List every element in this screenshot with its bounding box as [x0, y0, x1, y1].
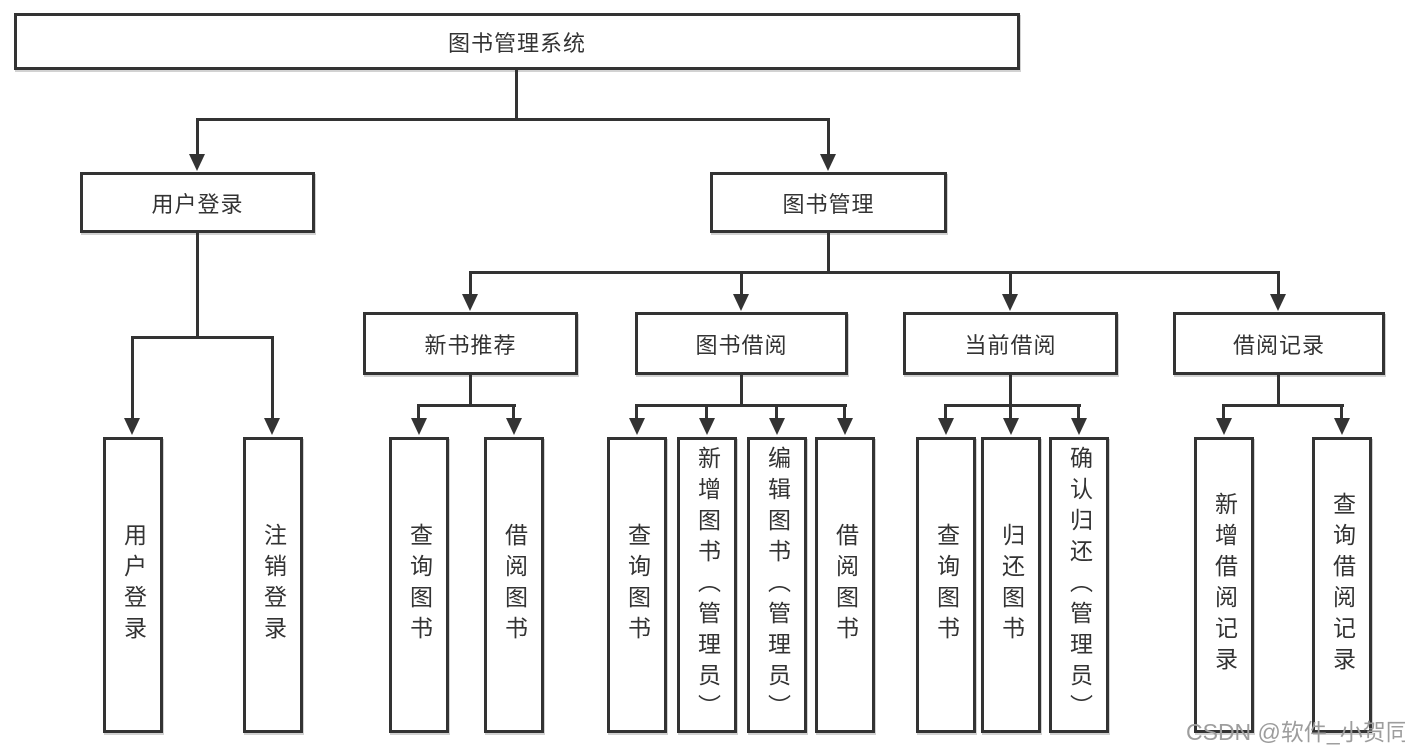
connector-line [196, 233, 199, 338]
connector-line [512, 404, 515, 420]
arrow-down-icon [1003, 418, 1019, 435]
leaf-confirm-return-admin: 确认归还（管理员） [1049, 437, 1109, 733]
arrow-down-icon [189, 154, 205, 171]
connector-line [271, 336, 274, 420]
arrow-down-icon [820, 154, 836, 171]
arrow-down-icon [733, 294, 749, 311]
arrow-down-icon [1216, 418, 1232, 435]
connector-line [1077, 404, 1080, 420]
leaf-query-books-recommend: 查询图书 [389, 437, 449, 733]
connector-line [827, 118, 830, 156]
connector-line [1009, 271, 1012, 296]
connector-line [1009, 404, 1012, 420]
connector-line [131, 336, 274, 339]
node-borrowing-records: 借阅记录 [1173, 312, 1385, 375]
connector-line [944, 404, 1081, 407]
connector-line [469, 271, 1280, 274]
connector-line [775, 404, 778, 420]
connector-line [740, 375, 743, 406]
connector-line [1277, 375, 1280, 406]
connector-line [196, 118, 830, 121]
connector-line [635, 404, 847, 407]
arrow-down-icon [769, 418, 785, 435]
connector-line [635, 404, 638, 420]
arrow-down-icon [506, 418, 522, 435]
connector-line [1222, 404, 1344, 407]
arrow-down-icon [124, 418, 140, 435]
connector-line [1222, 404, 1225, 420]
leaf-borrow-books-recommend: 借阅图书 [484, 437, 544, 733]
csdn-watermark: CSDN @软件_小贺同学 [1186, 719, 1405, 745]
node-book-borrowing: 图书借阅 [635, 312, 848, 375]
connector-line [417, 404, 420, 420]
arrow-down-icon [411, 418, 427, 435]
arrow-down-icon [264, 418, 280, 435]
connector-line [1009, 375, 1012, 406]
arrow-down-icon [1071, 418, 1087, 435]
node-root-library-system: 图书管理系统 [14, 13, 1020, 70]
connector-line [196, 118, 199, 156]
connector-line [740, 271, 743, 296]
arrow-down-icon [837, 418, 853, 435]
connector-line [131, 336, 134, 420]
arrow-down-icon [1270, 294, 1286, 311]
leaf-return-books: 归还图书 [981, 437, 1041, 733]
leaf-query-borrow-record: 查询借阅记录 [1312, 437, 1372, 733]
connector-line [843, 404, 846, 420]
node-current-borrowing: 当前借阅 [903, 312, 1118, 375]
node-book-management: 图书管理 [710, 172, 947, 233]
leaf-logout: 注销登录 [243, 437, 303, 733]
connector-line [1340, 404, 1343, 420]
connector-line [944, 404, 947, 420]
leaf-add-book-admin: 新增图书（管理员） [677, 437, 737, 733]
connector-line [827, 233, 830, 274]
leaf-add-borrow-record: 新增借阅记录 [1194, 437, 1254, 733]
connector-line [515, 70, 518, 119]
arrow-down-icon [938, 418, 954, 435]
arrow-down-icon [629, 418, 645, 435]
arrow-down-icon [1334, 418, 1350, 435]
connector-line [417, 404, 516, 407]
leaf-edit-book-admin: 编辑图书（管理员） [747, 437, 807, 733]
connector-line [469, 271, 472, 296]
arrow-down-icon [699, 418, 715, 435]
node-user-login: 用户登录 [80, 172, 315, 233]
connector-line [469, 375, 472, 406]
connector-line [705, 404, 708, 420]
leaf-query-books-borrow: 查询图书 [607, 437, 667, 733]
arrow-down-icon [1002, 294, 1018, 311]
node-new-book-recommendation: 新书推荐 [363, 312, 578, 375]
connector-line [1277, 271, 1280, 296]
leaf-query-books-current: 查询图书 [916, 437, 976, 733]
arrow-down-icon [462, 294, 478, 311]
leaf-user-login: 用户登录 [103, 437, 163, 733]
leaf-borrow-books: 借阅图书 [815, 437, 875, 733]
